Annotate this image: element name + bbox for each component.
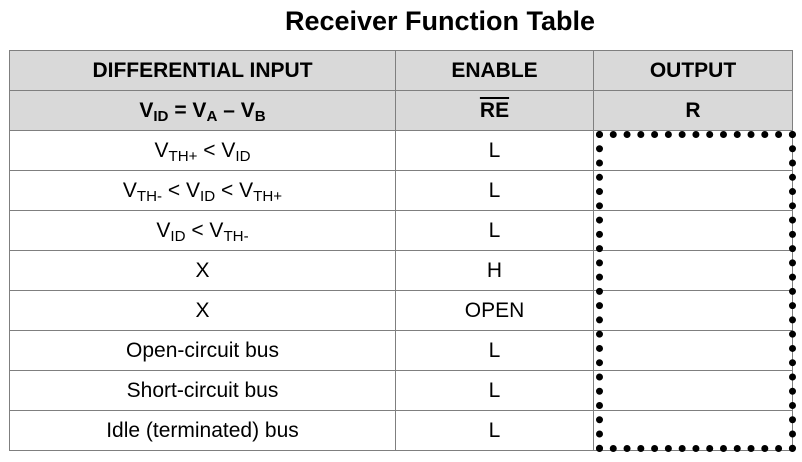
subheader-vid-formula: VID = VA – VB: [9, 90, 396, 131]
receiver-function-table: DIFFERENTIAL INPUT ENABLE OUTPUT VID = V…: [9, 50, 793, 451]
re-overbar-label: RE: [479, 98, 510, 122]
output-cell: [593, 130, 793, 171]
table-row: Short-circuit bus L: [9, 370, 793, 411]
input-cell: VTH+ < VID: [9, 130, 396, 171]
table-row: Open-circuit bus L: [9, 330, 793, 371]
enable-cell: L: [395, 330, 594, 371]
input-cell: VTH- < VID < VTH+: [9, 170, 396, 211]
table-row: X OPEN: [9, 290, 793, 331]
enable-cell: L: [395, 170, 594, 211]
enable-cell: OPEN: [395, 290, 594, 331]
output-cell: [593, 330, 793, 371]
input-cell: Open-circuit bus: [9, 330, 396, 371]
vb-sub: B: [254, 107, 266, 125]
eq-sign: =: [168, 98, 193, 122]
table-row: VTH+ < VID L: [9, 130, 793, 171]
subheader-r: R: [593, 90, 793, 131]
input-cell: X: [9, 250, 396, 291]
vid-v: V: [139, 98, 154, 122]
table-row: VTH- < VID < VTH+ L: [9, 170, 793, 211]
output-cell: [593, 170, 793, 211]
table-title: Receiver Function Table: [284, 6, 596, 36]
table-row: Idle (terminated) bus L: [9, 410, 793, 451]
vb-v: V: [240, 98, 255, 122]
output-cell: [593, 410, 793, 451]
header-output: OUTPUT: [593, 50, 793, 91]
enable-cell: L: [395, 410, 594, 451]
output-cell: [593, 370, 793, 411]
minus-sign: –: [217, 98, 241, 122]
enable-cell: L: [395, 130, 594, 171]
input-cell: Idle (terminated) bus: [9, 410, 396, 451]
input-cell: X: [9, 290, 396, 331]
va-sub: A: [206, 107, 218, 125]
input-cell: VID < VTH-: [9, 210, 396, 251]
va-v: V: [192, 98, 207, 122]
header-differential-input: DIFFERENTIAL INPUT: [9, 50, 396, 91]
output-cell: [593, 290, 793, 331]
enable-cell: L: [395, 210, 594, 251]
header-row: DIFFERENTIAL INPUT ENABLE OUTPUT: [9, 50, 793, 91]
subheader-re: RE: [395, 90, 594, 131]
input-cell: Short-circuit bus: [9, 370, 396, 411]
table-row: X H: [9, 250, 793, 291]
vid-sub: ID: [153, 107, 169, 125]
output-cell: [593, 250, 793, 291]
subheader-row: VID = VA – VB RE R: [9, 90, 793, 131]
output-cell: [593, 210, 793, 251]
header-enable: ENABLE: [395, 50, 594, 91]
table-row: VID < VTH- L: [9, 210, 793, 251]
enable-cell: H: [395, 250, 594, 291]
enable-cell: L: [395, 370, 594, 411]
